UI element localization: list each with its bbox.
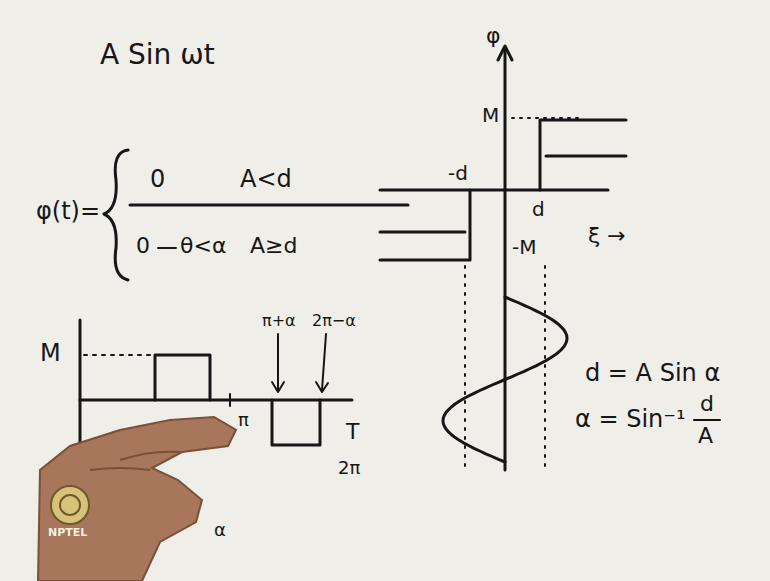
level-label: -M bbox=[512, 236, 536, 258]
axis-label: T bbox=[346, 420, 359, 444]
case-value: 0 bbox=[136, 234, 150, 258]
angle-label: α bbox=[214, 520, 226, 540]
fraction-numerator: d bbox=[700, 392, 714, 416]
watermark: NPTEL bbox=[48, 527, 87, 539]
angle-label: π+α bbox=[262, 312, 296, 330]
signal-expression: A Sin ωt bbox=[100, 40, 215, 71]
case-value: 0 bbox=[150, 166, 165, 192]
level-label: M bbox=[482, 104, 499, 126]
angle-label: 2π−α bbox=[312, 312, 356, 330]
case-condition: A<d bbox=[240, 166, 292, 192]
equation: α = Sin⁻¹ bbox=[575, 406, 686, 432]
case-condition: θ<α bbox=[180, 234, 226, 258]
axis-label: φ bbox=[486, 24, 501, 48]
threshold-label: d bbox=[532, 198, 545, 220]
equation: d = A Sin α bbox=[585, 360, 720, 386]
angle-label: π bbox=[238, 410, 249, 430]
function-name: φ(t)= bbox=[36, 198, 100, 224]
angle-label: 2π bbox=[338, 458, 360, 478]
threshold-label: -d bbox=[448, 162, 468, 184]
axis-label: ξ → bbox=[588, 224, 626, 248]
case-condition: A≥d bbox=[250, 234, 297, 258]
level-label: M bbox=[40, 340, 61, 366]
fraction-denominator: A bbox=[698, 424, 713, 448]
